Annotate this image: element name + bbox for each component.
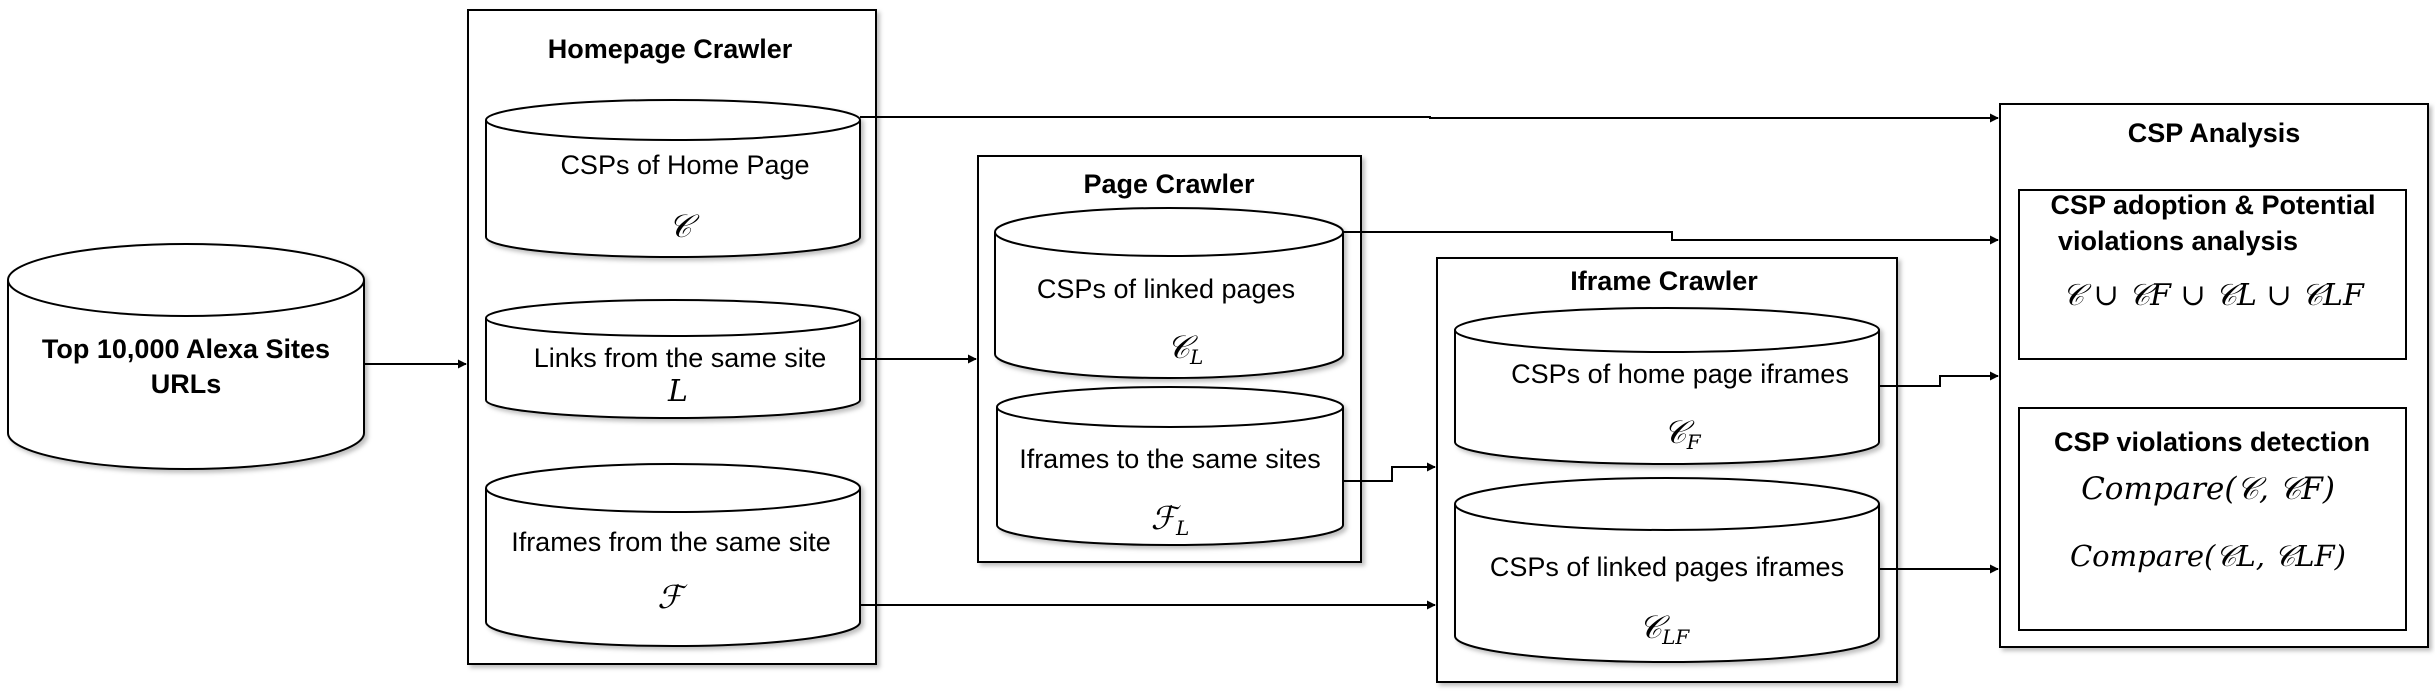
home-page-csp-label: CSPs of Home Page — [560, 150, 809, 180]
iframes-same-sites-label: Iframes to the same sites — [1019, 444, 1321, 474]
homepage-crawler-panel: Homepage Crawler CSPs of Home Page 𝒞 Lin… — [467, 9, 877, 665]
same-site-links-symbol: L — [667, 374, 688, 409]
page-crawler-title: Page Crawler — [1083, 169, 1255, 199]
linked-pages-iframes-csp-label: CSPs of linked pages iframes — [1490, 552, 1844, 582]
violations-title: CSP violations detection — [2054, 427, 2370, 457]
same-site-links-label: Links from the same site — [534, 343, 827, 373]
same-site-iframes-store: Iframes from the same site ℱ — [485, 463, 861, 647]
arrow-home-iframes-to-analysis — [1879, 371, 1999, 387]
homepage-crawler-title: Homepage Crawler — [548, 34, 793, 64]
connectors — [364, 113, 1999, 610]
arrow-linked-csp-to-analysis — [1343, 231, 1999, 245]
violations-detection-box: CSP violations detection Compare(𝒞, 𝒞F) … — [2018, 407, 2407, 631]
linked-pages-iframes-csp-store: CSPs of linked pages iframes 𝒞LF — [1454, 477, 1880, 663]
home-page-csp-store: CSPs of Home Page 𝒞 — [485, 99, 861, 258]
linked-pages-csp-label: CSPs of linked pages — [1037, 274, 1295, 304]
source-database: Top 10,000 Alexa Sites URLs — [7, 243, 365, 470]
arrow-iframes-to-iframe-crawler-2 — [1343, 462, 1436, 482]
source-label-line1: Top 10,000 Alexa Sites — [42, 334, 330, 364]
arrow-homepage-csp-to-analysis — [860, 113, 1999, 123]
iframes-same-sites-store: Iframes to the same sites ℱL — [996, 386, 1344, 546]
violations-formula-2: Compare(𝒞L, 𝒞LF) — [2070, 539, 2346, 573]
csp-analysis-panel: CSP Analysis CSP adoption & Potential vi… — [1999, 103, 2429, 648]
adoption-title-line2: violations analysis — [2058, 226, 2298, 256]
linked-pages-csp-store: CSPs of linked pages 𝒞L — [994, 207, 1344, 379]
violations-formula-1: Compare(𝒞, 𝒞F) — [2081, 471, 2335, 507]
iframe-crawler-title: Iframe Crawler — [1570, 266, 1758, 296]
adoption-title-line1: CSP adoption & Potential — [2050, 190, 2375, 220]
linked-pages-iframes-csp-symbol: 𝒞LF — [1639, 608, 1691, 649]
iframe-crawler-panel: Iframe Crawler CSPs of home page iframes… — [1436, 257, 1898, 683]
home-page-iframes-csp-label: CSPs of home page iframes — [1511, 359, 1849, 389]
adoption-formula: 𝒞 ∪ 𝒞F ∪ 𝒞L ∪ 𝒞LF — [2062, 278, 2365, 313]
page-crawler-panel: Page Crawler CSPs of linked pages 𝒞L Ifr… — [977, 155, 1362, 563]
same-site-iframes-label: Iframes from the same site — [511, 527, 831, 557]
same-site-links-store: Links from the same site L — [485, 299, 861, 419]
adoption-analysis-box: CSP adoption & Potential violations anal… — [2018, 189, 2407, 360]
home-page-iframes-csp-store: CSPs of home page iframes 𝒞F — [1454, 307, 1880, 465]
csp-analysis-title: CSP Analysis — [2128, 118, 2301, 148]
source-label-line2: URLs — [151, 369, 222, 399]
